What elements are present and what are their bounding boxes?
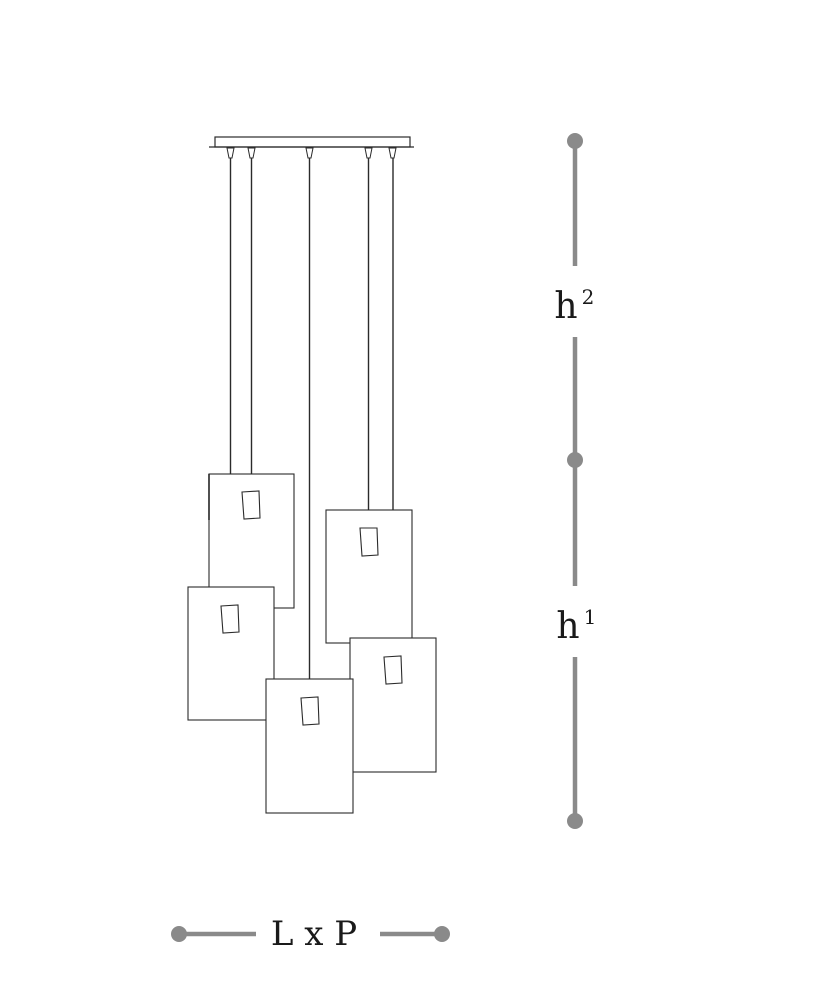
dot-icon (434, 926, 450, 942)
lamp-shade-front-center (265, 678, 354, 814)
h2-superscript: 2 (582, 285, 595, 309)
lamp-shade-front-right (349, 637, 437, 773)
dot-icon (567, 452, 583, 468)
connector-1 (226, 147, 235, 159)
connector-2 (247, 147, 256, 159)
connector-5 (388, 147, 397, 159)
dot-icon (171, 926, 187, 942)
connector-3 (305, 147, 314, 159)
h1-superscript: 1 (584, 605, 597, 629)
shade-window (241, 490, 261, 520)
lamp-shade-back-right (325, 509, 413, 644)
height-dimension-dots (567, 133, 583, 829)
canopy-plate (214, 136, 411, 148)
h1-label: h (556, 606, 579, 647)
cable-connectors (226, 147, 397, 159)
lamp-shades (187, 473, 437, 814)
shade-body (265, 678, 354, 814)
shade-body (325, 509, 413, 644)
shade-body (187, 586, 275, 721)
shade-window (300, 696, 320, 726)
lamp-shade-front-left (187, 586, 275, 721)
shade-window (383, 655, 403, 685)
width-dimension: L x P (171, 914, 450, 954)
dot-icon (567, 133, 583, 149)
h2-label: h (554, 286, 577, 327)
dot-icon (567, 813, 583, 829)
suspension-cables (229, 158, 394, 679)
ceiling-canopy (209, 136, 414, 148)
shade-body (349, 637, 437, 773)
width-label: L x P (271, 914, 357, 954)
connector-4 (364, 147, 373, 159)
shade-window (359, 527, 379, 557)
shade-window (220, 604, 240, 634)
